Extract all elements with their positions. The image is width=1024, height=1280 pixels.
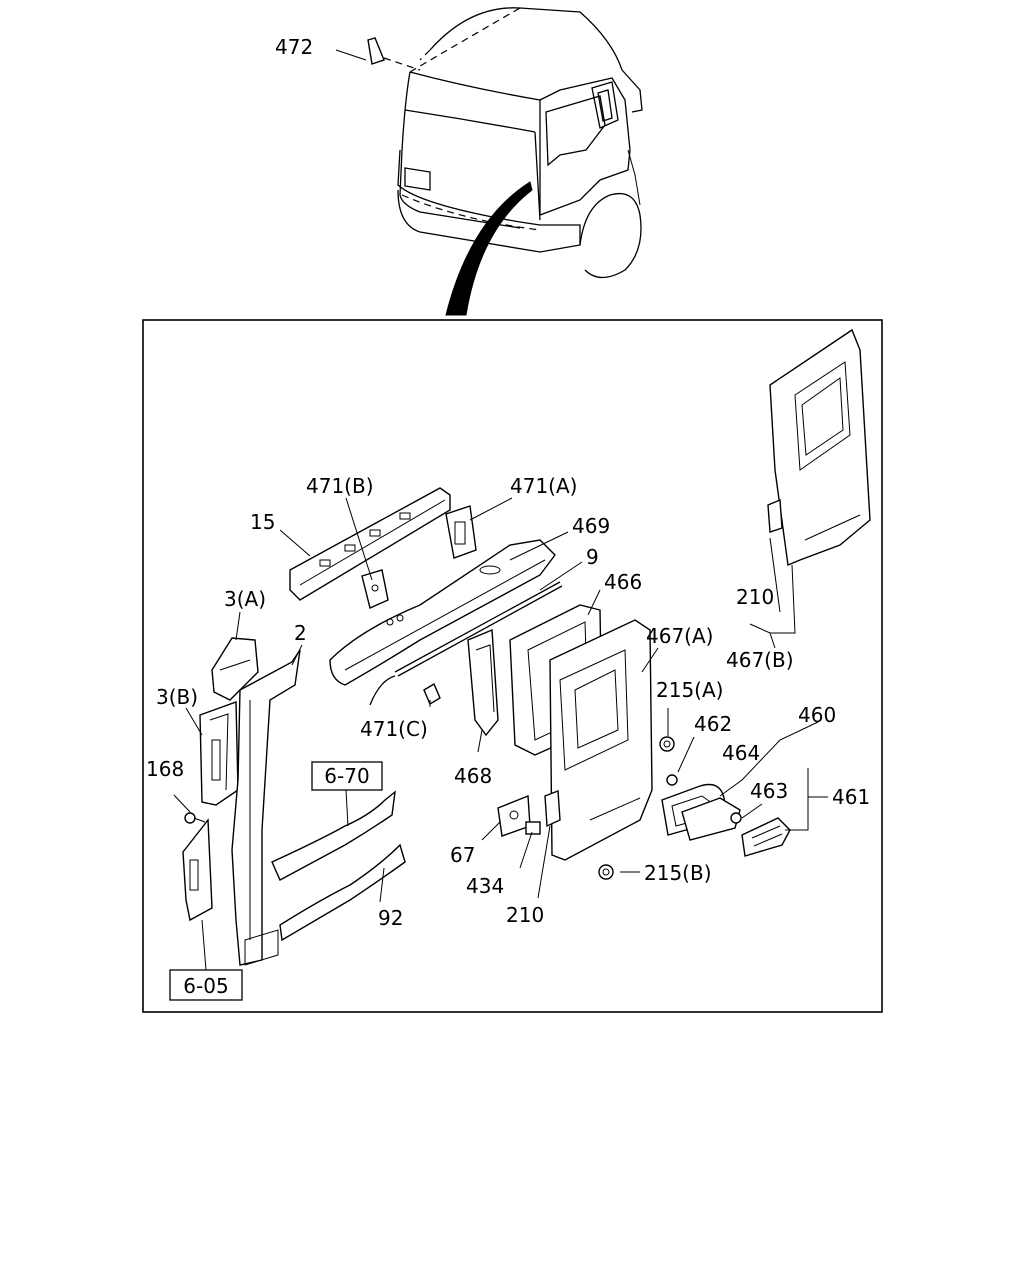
- callout-168: 168: [146, 757, 184, 781]
- callout-2: 2: [294, 621, 307, 645]
- part-467a-rear-panel: [549, 619, 653, 861]
- callout-464: 464: [722, 741, 760, 765]
- callout-471c: 471(C): [360, 717, 428, 741]
- callout-67: 67: [450, 843, 475, 867]
- part-468-inner-pillar: [467, 628, 499, 737]
- callout-466: 466: [604, 570, 642, 594]
- leader-lines: [173, 49, 828, 971]
- part-605-lower-bracket: [182, 818, 213, 922]
- part-471c-clip: [369, 675, 441, 706]
- callout-463: 463: [750, 779, 788, 803]
- callout-215b: 215(B): [644, 861, 712, 885]
- part-215a-nut: [659, 736, 675, 752]
- part-462-nut: [666, 774, 678, 786]
- truck-cab-overview: [367, 7, 643, 316]
- callout-469: 469: [572, 514, 610, 538]
- part-67-plate: [497, 794, 531, 837]
- callout-461: 461: [832, 785, 870, 809]
- part-471b-bracket: [361, 569, 389, 609]
- reference-box-6-70: 6-70: [311, 761, 383, 791]
- part-670-sill: [271, 790, 396, 881]
- part-168-bolt: [184, 812, 206, 824]
- callout-467a: 467(A): [646, 624, 713, 648]
- part-469-crossmember: [329, 539, 556, 686]
- part-92-sill-lower: [279, 843, 406, 942]
- reference-box-6-05: 6-05: [169, 969, 243, 1001]
- callout-434: 434: [466, 874, 504, 898]
- callout-462: 462: [694, 712, 732, 736]
- callout-468: 468: [454, 764, 492, 788]
- callout-3a: 3(A): [224, 587, 266, 611]
- part-15-roof-rail: [289, 487, 451, 601]
- callout-460: 460: [798, 703, 836, 727]
- callout-15: 15: [250, 510, 275, 534]
- callout-472: 472: [275, 35, 313, 59]
- callout-3b: 3(B): [156, 685, 198, 709]
- callout-210-top: 210: [736, 585, 774, 609]
- detail-frame: [142, 319, 883, 1013]
- callout-210-bottom: 210: [506, 903, 544, 927]
- ref-label-6-70: 6-70: [324, 764, 369, 788]
- part-215b-nut: [598, 864, 614, 880]
- part-210-bracket: [544, 790, 561, 828]
- part-2-pillar: [231, 649, 301, 966]
- part-467b-rear-panel-view: [767, 328, 871, 566]
- part-9-seal-strip: [394, 581, 563, 677]
- part-463-screw: [730, 812, 742, 824]
- part-434-clip: [525, 821, 541, 835]
- callout-471b: 471(B): [306, 474, 374, 498]
- ref-label-6-05: 6-05: [183, 974, 228, 998]
- callout-471a: 471(A): [510, 474, 577, 498]
- callout-9: 9: [586, 545, 599, 569]
- part-461-lamp: [741, 817, 791, 857]
- callout-215a: 215(A): [656, 678, 723, 702]
- callout-467b: 467(B): [726, 648, 794, 672]
- part-3b-pillar-inner: [199, 701, 239, 806]
- callout-92: 92: [378, 906, 403, 930]
- callout-labels: 472 471(B) 471(A) 15 469 9 466 3(A) 210 …: [146, 35, 870, 930]
- part-471a-bracket: [445, 505, 477, 559]
